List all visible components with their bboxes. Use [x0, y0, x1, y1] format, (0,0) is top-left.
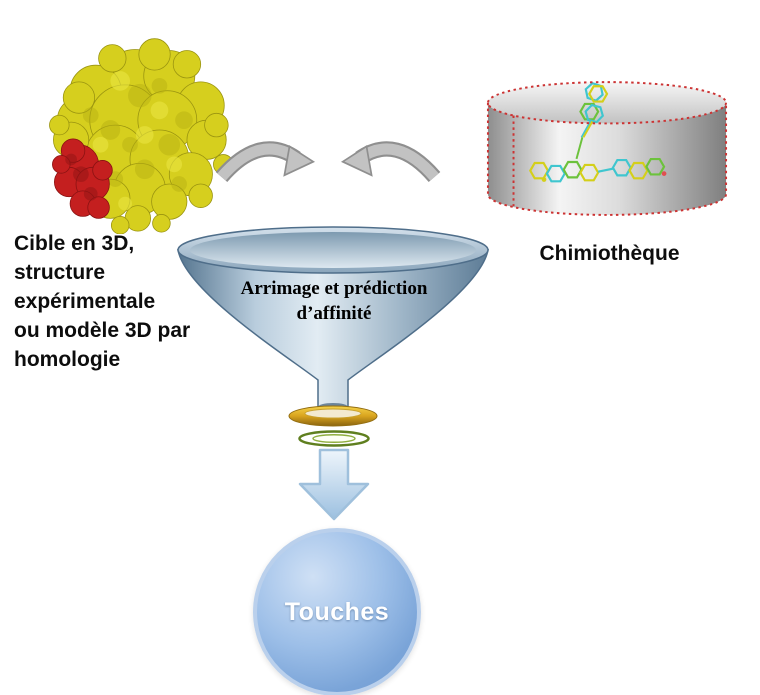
binding-site-shading	[65, 153, 98, 201]
target-description-label: Cible en 3D, structure expérimentale ou …	[14, 232, 191, 371]
gold-ring-graphic	[288, 405, 378, 427]
hits-label: Touches	[284, 597, 390, 626]
library-label: Chimiothèque	[539, 242, 680, 265]
cycle-arrow-right-icon	[340, 141, 441, 183]
funnel-graphic	[177, 226, 489, 411]
protein-surface-shading	[82, 77, 193, 192]
cycle-arrow-left-icon	[215, 141, 316, 183]
green-ring-graphic	[298, 430, 370, 447]
library-molecules	[529, 80, 667, 183]
hits-circle: Touches	[253, 528, 421, 695]
funnel-label-line1: Arrimage et prédiction	[240, 278, 428, 299]
down-arrow-icon	[298, 448, 370, 521]
protein-target-graphic	[49, 38, 234, 234]
funnel-label-line2: d’affinité	[296, 302, 372, 324]
protein-surface-highlights	[92, 71, 183, 211]
funnel-label: Arrimage et prédiction d’affinité	[212, 277, 456, 326]
compound-library-graphic	[486, 80, 728, 216]
